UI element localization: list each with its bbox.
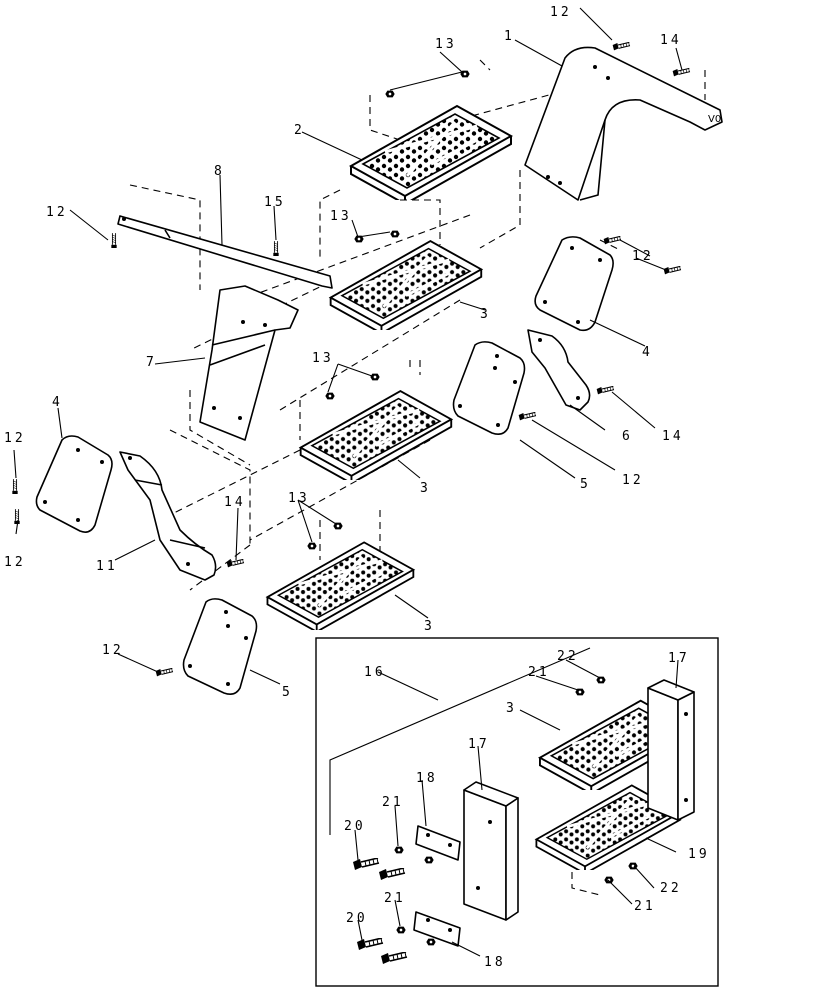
bolt-icon [378,868,406,881]
step-part-2 [349,104,513,200]
callout-16: 16 [364,665,386,680]
nut-icon [390,230,400,238]
panel-part-7 [199,285,299,441]
callout-12: 12 [550,5,572,20]
bolt-icon [13,508,21,524]
bracket-part-11 [119,451,217,581]
callout-13: 13 [435,37,457,52]
callout-15: 15 [264,195,286,210]
bolt-icon [603,236,622,245]
callout-6: 6 [622,429,633,444]
callout-20: 20 [346,911,368,926]
step-part-3-upper [329,239,483,330]
bolt-icon [110,232,118,248]
nut-icon [370,373,380,381]
callout-14: 14 [224,495,246,510]
plate-part-4-right [534,236,614,332]
callout-3: 3 [424,619,435,634]
callout-21: 21 [528,665,550,680]
callout-8: 8 [214,164,225,179]
nut-icon [596,676,606,684]
bolt-icon [518,412,537,421]
callout-12: 12 [4,431,26,446]
callout-11: 11 [96,559,118,574]
bracket-part-1: V0 [524,46,723,201]
plate-part-4-left [35,435,113,533]
leader-lines [13,7,683,957]
bolt-icon [380,952,408,965]
nut-icon [325,392,335,400]
bolt-icon [272,240,280,256]
bolt-icon [356,938,384,951]
callout-22: 22 [660,881,682,896]
callout-21: 21 [384,891,406,906]
callout-22: 22 [557,649,579,664]
callout-20: 20 [344,819,366,834]
callout-18: 18 [484,955,506,970]
step-part-3-lower [266,540,415,630]
callout-5: 5 [282,685,293,700]
callout-3: 3 [506,701,517,716]
nut-icon [307,542,317,550]
bolt-icon [596,386,615,395]
step-part-3-middle [299,389,453,480]
plate-part-5-lower [182,598,258,695]
assembly-guide-lines [129,59,706,591]
bolt-icon [663,266,682,275]
bolt-icon [155,668,174,677]
bracket-part-6 [527,329,591,411]
callout-labels: 12 14 1 13 2 8 12 15 13 12 3 4 7 13 4 6 … [4,5,710,970]
callout-14: 14 [660,33,682,48]
callout-21: 21 [634,899,656,914]
nut-icon [426,938,436,946]
callout-14: 14 [662,429,684,444]
callout-13: 13 [288,491,310,506]
callout-21: 21 [382,795,404,810]
rod-part-8 [117,215,333,289]
callout-1: 1 [504,29,515,44]
nut-icon [604,876,614,884]
plate-part-5-upper [452,341,526,435]
spacer-part-17-left [463,781,519,921]
callout-12: 12 [46,205,68,220]
callout-4: 4 [642,345,653,360]
bolt-icon [352,858,380,871]
nut-icon [394,846,404,854]
callout-12: 12 [622,473,644,488]
inset-box [315,637,719,987]
callout-19: 19 [688,847,710,862]
plate-part-18-lower [413,911,461,947]
callout-3: 3 [420,481,431,496]
nut-icon [424,856,434,864]
callout-18: 18 [416,771,438,786]
bolt-icon [612,42,631,51]
nut-icon [396,926,406,934]
plate-part-18-upper [415,825,461,861]
spacer-part-17-right [647,679,695,821]
callout-17: 17 [468,737,490,752]
callout-5: 5 [580,477,591,492]
svg-text:V0: V0 [708,114,721,125]
callout-12: 12 [632,249,654,264]
bolt-icon [11,478,19,494]
nut-icon [385,90,395,98]
callout-3: 3 [480,307,491,322]
callout-12: 12 [4,555,26,570]
callout-2: 2 [294,123,305,138]
callout-7: 7 [146,355,157,370]
callout-4: 4 [52,395,63,410]
callout-17: 17 [668,651,690,666]
callout-13: 13 [330,209,352,224]
callout-13: 13 [312,351,334,366]
callout-12: 12 [102,643,124,658]
